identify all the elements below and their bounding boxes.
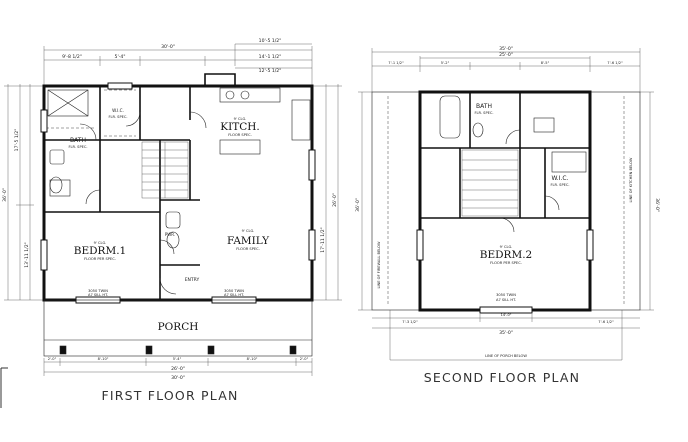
ff-room-wic-spec: FLR. SPEC.	[108, 115, 127, 119]
sf-left-dim: 36'-0"	[355, 198, 361, 212]
ff-bottom-dim-1: 26'-0"	[171, 366, 185, 372]
ff-left-dim-overall: 36'-0"	[2, 188, 8, 202]
ff-porch	[43, 299, 313, 357]
ff-left-dim-1: 17'-5 1/2"	[14, 129, 20, 152]
sf-top-dim-5: 7'-6 1/2"	[607, 61, 623, 65]
sf-room-bedrm2-ceiling: 9' CLG.	[500, 245, 513, 249]
ff-bottom-dim-3: 8'-10"	[98, 357, 109, 361]
ff-room-bath-spec: FLR. SPEC.	[68, 145, 87, 149]
ff-fixtures	[47, 87, 311, 249]
caption-first-floor: FIRST FLOOR PLAN	[101, 388, 238, 403]
caption-second-floor: SECOND FLOOR PLAN	[424, 370, 580, 385]
ff-top-dim-3: 10'-5 1/2"	[259, 38, 282, 44]
ff-room-bedrm1-ceiling: 9' CLG.	[94, 241, 107, 245]
ff-bottom-dim-2: 2'-0"	[48, 357, 57, 361]
sf-room-bedrm2: BEDRM.2	[480, 249, 532, 261]
sf-right-dim: 36'-0"	[654, 198, 660, 212]
sf-stairs	[461, 149, 519, 217]
sf-top-dim-4: 8'-5"	[541, 61, 550, 65]
ff-bottom-dim-6: 2'-0"	[300, 357, 309, 361]
sf-walls	[418, 90, 592, 312]
ff-room-wic: W.I.C.	[112, 108, 124, 113]
ff-bay	[204, 73, 236, 86]
ff-room-porch: PORCH	[158, 321, 199, 333]
ff-room-kitch-ceiling: 9' CLG.	[234, 117, 247, 121]
ff-right-dim-1: 17'-11 1/2"	[320, 227, 326, 253]
sf-fixtures	[439, 95, 587, 173]
ff-window-sill-2: A7 SILL HT.	[224, 293, 244, 297]
ff-window-sill-1: A7 SILL HT.	[88, 293, 108, 297]
ff-window-label-1: 3050 TWIN	[88, 289, 108, 293]
sf-top-dim-2: 7'-1 1/2"	[388, 61, 404, 65]
ff-room-bedrm1: BEDRM.1	[74, 245, 126, 257]
sf-room-wic-spec: FLR. SPEC.	[550, 183, 569, 187]
ff-right-dim-overall: 26'-0"	[332, 193, 338, 207]
ff-top-dim-2: 5'-4"	[115, 54, 126, 60]
sf-note-firewall: LINE OF FIREWALL BELOW	[377, 241, 381, 288]
ff-room-pwr: PWR.	[165, 232, 175, 237]
sf-note-porch: LINE OF PORCH BELOW	[485, 354, 527, 358]
ff-bottom-dim-5: 8'-10"	[247, 357, 258, 361]
ff-left-dim-2: 13'-11 1/2"	[24, 242, 30, 268]
sf-top-dim-overall: 35'-0"	[499, 46, 513, 52]
sf-room-wic: W.I.C.	[552, 175, 569, 182]
ff-room-family: FAMILY	[227, 235, 270, 247]
ff-top-dim-5: 12'-5 1/2"	[259, 68, 282, 74]
sf-bottom-dim-3: 7'-6 1/2"	[598, 320, 614, 324]
sf-top-dim-1: 25'-0"	[499, 52, 513, 58]
second-floor-plan: 35'-0" 25'-0" 7'-1 1/2" 5'-2" 8'-5" 7'-6…	[355, 46, 660, 361]
sf-room-bath: BATH	[476, 103, 492, 110]
sf-window-sill: A7 SILL HT.	[496, 298, 516, 302]
sf-bottom-dim-2: 7'-3 1/2"	[402, 320, 418, 324]
ff-room-bath: BATH	[70, 137, 86, 144]
ff-room-family-spec: FLOOR SPEC.	[236, 247, 260, 251]
ff-top-dim-1: 9'-8 1/2"	[62, 54, 82, 60]
ff-stairs	[141, 141, 189, 199]
ff-bottom-dim-overall: 30'-0"	[171, 375, 185, 381]
ff-room-kitch: KITCH.	[220, 121, 260, 133]
sf-windows	[416, 229, 594, 314]
sf-outline	[371, 91, 641, 311]
sf-bottom-dim-overall: 35'-0"	[499, 330, 513, 336]
ff-room-kitch-spec: FLOOR SPEC.	[228, 133, 252, 137]
ff-room-family-ceiling: 9' CLG.	[242, 229, 255, 233]
ff-window-label-2: 3050 TWIN	[224, 289, 244, 293]
sf-top-dim-3: 5'-2"	[441, 61, 450, 65]
ff-bottom-dim-4: 5'-4"	[173, 357, 182, 361]
sf-room-bedrm2-spec: FLOOR PER SPEC.	[490, 261, 522, 265]
sf-porch-line	[372, 310, 640, 361]
ff-room-entry: ENTRY	[185, 277, 200, 283]
ff-exterior-walls	[42, 84, 314, 302]
sf-bottom-dim-1: 14'-0"	[501, 313, 512, 317]
sf-window-label: 3050 TWIN	[496, 293, 516, 297]
ff-top-dim-4: 14'-1 1/2"	[259, 54, 282, 60]
ff-top-dim-overall: 30'-0"	[161, 44, 175, 50]
sf-note-kitchen: LINE OF KITCHEN BELOW	[629, 157, 633, 202]
sf-room-bath-spec: FLR. SPEC.	[474, 111, 493, 115]
ff-doors	[79, 111, 207, 295]
ff-room-bedrm1-spec: FLOOR PER SPEC.	[84, 257, 116, 261]
first-floor-plan: 30'-0" 9'-8 1/2" 5'-4" 10'-5 1/2" 14'-1 …	[2, 38, 342, 381]
